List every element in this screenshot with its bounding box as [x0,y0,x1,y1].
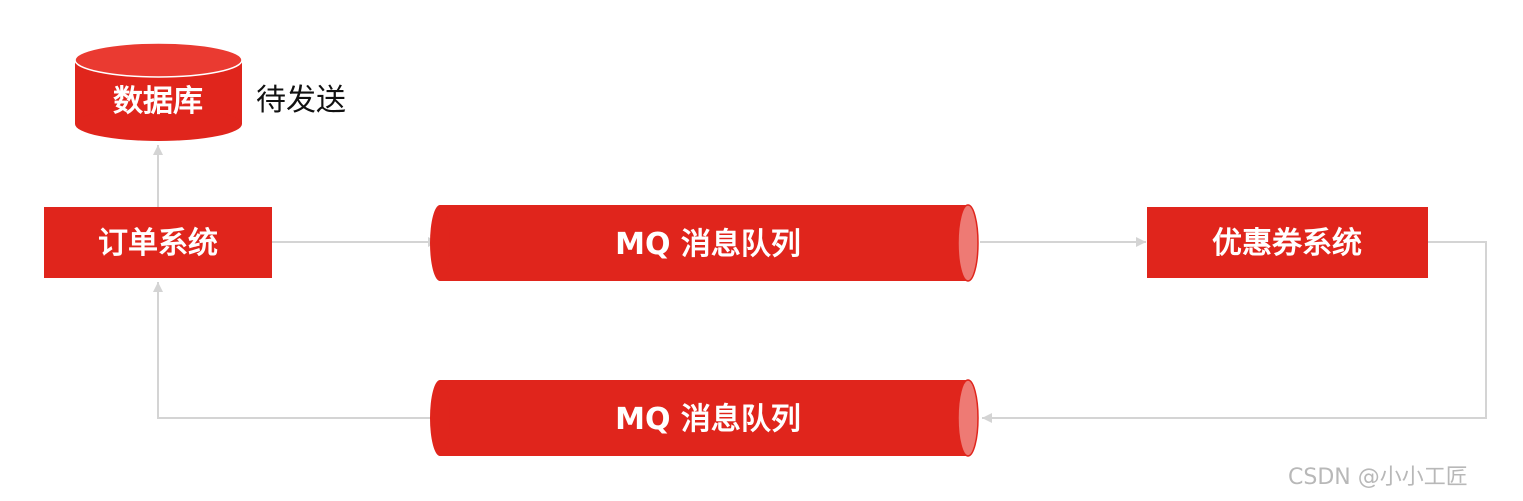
mq-bottom-node: MQ 消息队列 [430,379,979,457]
coupon-system-node: 优惠券系统 [1147,207,1428,278]
coupon-system-label: 优惠券系统 [1212,226,1362,261]
watermark-text: CSDN @小小工匠 [1288,465,1468,490]
database-label: 数据库 [113,84,203,119]
pending-label: 待发送 [256,83,346,118]
order-system-node: 订单系统 [44,207,272,278]
mq-top-node: MQ 消息队列 [430,204,979,282]
edge-mq-bottom-to-order [153,282,440,419]
edge-coupon-to-mq-bottom [982,241,1487,423]
mq-top-label: MQ 消息队列 [615,227,801,262]
mq-bottom-label: MQ 消息队列 [615,402,801,437]
order-system-label: 订单系统 [98,226,218,261]
database-node: 数据库 [74,42,243,141]
